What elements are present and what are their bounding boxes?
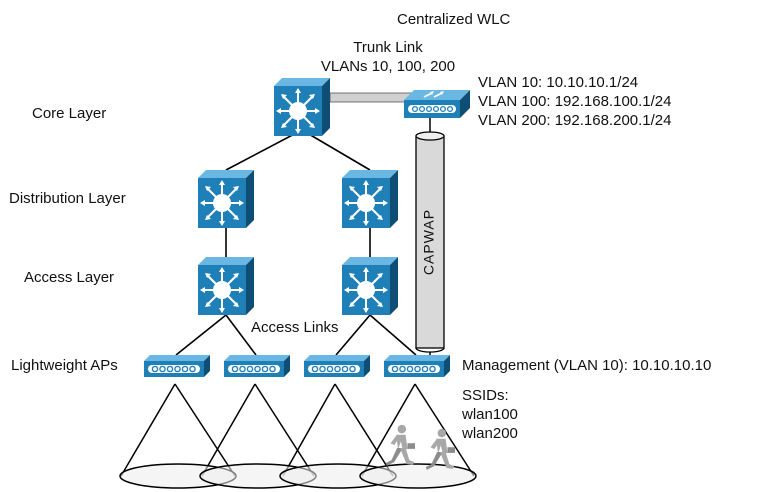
- access-point-icon: [224, 355, 290, 377]
- access-layer-label: Access Layer: [24, 269, 114, 286]
- ssids-label: SSIDs:: [462, 387, 509, 404]
- walking-person-icon: [385, 424, 415, 466]
- core-layer-label: Core Layer: [32, 105, 106, 122]
- distribution-layer-label: Distribution Layer: [9, 190, 126, 207]
- vlan200-label: VLAN 200: 192.168.200.1/24: [478, 112, 672, 129]
- access-link: [225, 314, 257, 356]
- coverage-ellipses: [119, 463, 477, 489]
- access-point-icon: [304, 355, 370, 377]
- coverage-edge: [282, 383, 336, 477]
- access-link: [369, 314, 417, 356]
- access-link: [335, 314, 371, 356]
- access-point-icon: [144, 355, 210, 377]
- coverage-cones: [120, 383, 475, 477]
- access-links-label: Access Links: [251, 319, 339, 336]
- access-switch-right-icon: [342, 257, 398, 315]
- access-link: [175, 314, 227, 356]
- wlc-icon: [404, 90, 470, 118]
- trunk-vlans-label: VLANs 10, 100, 200: [321, 58, 455, 75]
- capwap-label: CAPWAP: [421, 209, 437, 275]
- coverage-edge: [334, 383, 394, 477]
- distribution-switch-left-icon: [198, 170, 254, 228]
- link-core-dist-right: [301, 129, 371, 171]
- core-switch-icon: [274, 78, 330, 136]
- distribution-switch-right-icon: [342, 170, 398, 228]
- coverage-edge: [361, 383, 416, 477]
- coverage-edge: [254, 383, 315, 477]
- network-links: [175, 129, 417, 356]
- coverage-area: [359, 463, 477, 489]
- vlan10-label: VLAN 10: 10.10.10.1/24: [478, 74, 638, 91]
- vlan100-label: VLAN 100: 192.168.100.1/24: [478, 93, 672, 110]
- coverage-edge: [201, 383, 256, 477]
- ssid-wlan100: wlan100: [461, 406, 518, 423]
- coverage-edge: [120, 383, 176, 477]
- ssid-wlan200: wlan200: [461, 425, 518, 442]
- access-switch-left-icon: [198, 257, 254, 315]
- wlc-title: Centralized WLC: [397, 11, 511, 28]
- lightweight-aps-label: Lightweight APs: [11, 357, 118, 374]
- management-label: Management (VLAN 10): 10.10.10.10: [462, 357, 711, 374]
- access-point-icon: [384, 355, 450, 377]
- trunk-link-label: Trunk Link: [353, 39, 423, 56]
- link-core-dist-left: [225, 129, 303, 171]
- capwap-tunnel: CAPWAP: [415, 118, 445, 358]
- coverage-edge: [174, 383, 236, 477]
